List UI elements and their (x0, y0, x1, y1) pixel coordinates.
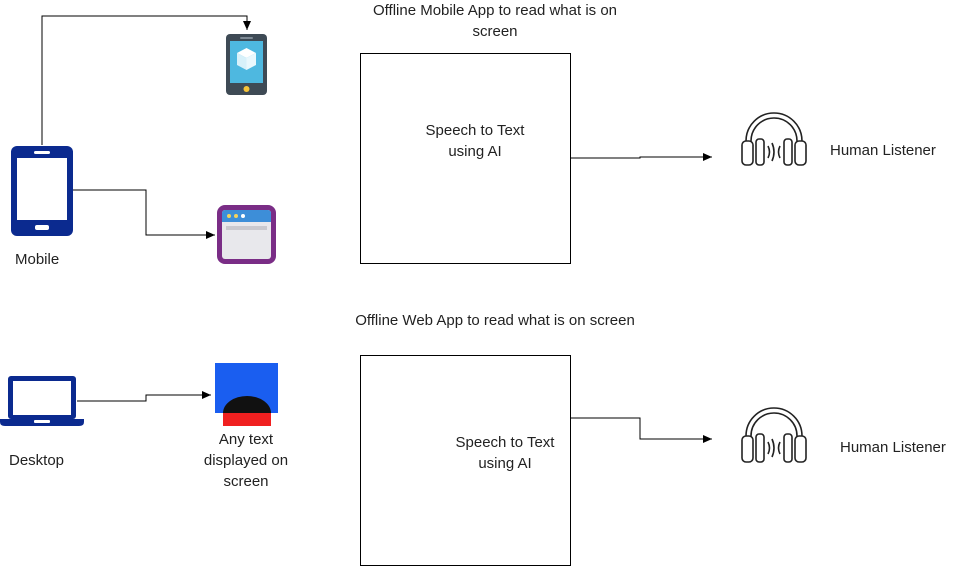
web-process-label: Speech to Text using AI (425, 432, 585, 474)
screen-text-label: Any text displayed on screen (186, 429, 306, 492)
mobile-app-title-line1: Offline Mobile App to read what is on (372, 2, 618, 19)
screen-text-line1: Any text (218, 431, 274, 448)
connector-mobile-to-tablet (41, 15, 251, 145)
web-process-box (360, 355, 571, 566)
mobile-listener-label: Human Listener (830, 142, 936, 159)
mobile-app-title-line2: screen (472, 23, 518, 40)
connector-mobile-to-browser (73, 189, 215, 239)
mobile-process-line1: Speech to Text (425, 122, 525, 139)
connector-web-process-to-listener (570, 417, 712, 443)
browser-window-icon (217, 205, 276, 264)
mobile-source-label: Mobile (15, 251, 60, 268)
web-listener-label: Human Listener (840, 439, 946, 456)
web-process-line2: using AI (478, 455, 532, 472)
headphones-icon (741, 112, 807, 166)
connector-desktop-to-screen (77, 391, 211, 402)
screen-display-icon (215, 363, 278, 426)
screen-text-line2: displayed on (203, 452, 289, 469)
web-process-line1: Speech to Text (455, 434, 555, 451)
mobile-process-box (360, 53, 571, 264)
connector-mobile-process-to-listener (570, 153, 712, 161)
web-app-title: Offline Web App to read what is on scree… (355, 312, 635, 329)
mobile-app-title: Offline Mobile App to read what is on sc… (330, 0, 660, 42)
mobile-process-line2: using AI (448, 143, 502, 160)
web-source-label: Desktop (9, 452, 65, 469)
mobile-process-label: Speech to Text using AI (395, 120, 555, 162)
headphones-icon (741, 407, 807, 463)
screen-text-line3: screen (223, 473, 269, 490)
laptop-icon (0, 376, 84, 426)
tablet-app-icon (226, 34, 267, 95)
mobile-phone-icon (11, 146, 73, 236)
